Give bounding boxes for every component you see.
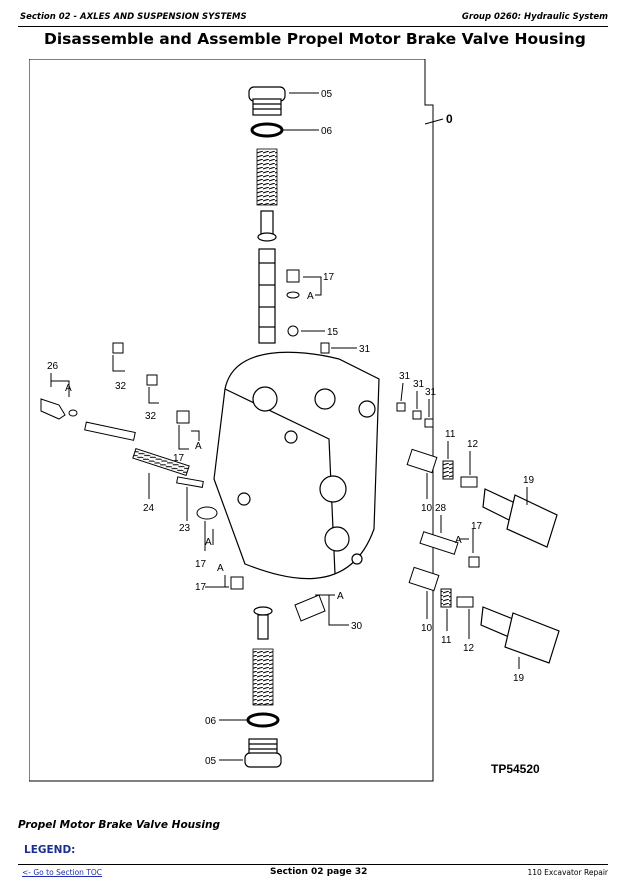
spool-part [257, 210, 277, 344]
plugs-31-part [396, 402, 434, 428]
callout-17a: 17 [323, 272, 335, 283]
callout-05-top: 05 [321, 89, 333, 100]
callout-06-bottom: 06 [205, 716, 217, 727]
callout-10-a: 10 [421, 503, 433, 514]
callout-30: 30 [351, 621, 363, 632]
footer-divider [18, 864, 608, 865]
callout-A-e: A [337, 591, 344, 602]
callout-32-b: 32 [145, 411, 157, 422]
poppet-12-a-part [460, 476, 478, 488]
plug-17-b-part [176, 410, 190, 424]
top-plug-part [248, 86, 286, 116]
section-toc-link[interactable]: <- Go to Section TOC [22, 868, 103, 877]
callout-12-b: 12 [463, 643, 475, 654]
orifice-15-part [287, 325, 299, 337]
callout-17-c: 17 [195, 559, 207, 570]
callout-A-c: A [205, 537, 212, 548]
callout-28: 28 [435, 503, 447, 514]
cap-30-part [294, 594, 326, 622]
piston-10-a-part [406, 448, 438, 474]
plug-31-part [320, 342, 330, 354]
callout-A-f: A [455, 535, 462, 546]
callout-17-b: 17 [173, 453, 185, 464]
callout-11-b: 11 [441, 635, 452, 646]
plug-17-c-part [196, 506, 218, 520]
valve-housing-part [213, 351, 380, 580]
callout-11-a: 11 [445, 429, 456, 440]
exploded-view-drawing: 17 A 15 31 05 06 0 26 A 32 32 24 17 A 23… [29, 59, 560, 782]
callout-A-a: A [307, 291, 314, 302]
callout-23: 23 [179, 523, 191, 534]
plug-17-d-part [230, 576, 244, 590]
callout-12-a: 12 [467, 439, 479, 450]
callout-0: 0 [446, 112, 453, 126]
callout-31-d: 31 [425, 387, 437, 398]
callout-17-e: 17 [471, 521, 483, 532]
pin-part [84, 421, 136, 441]
callout-A-b: A [195, 441, 202, 452]
callout-17-d: 17 [195, 582, 207, 593]
drawing-id: TP54520 [491, 762, 540, 776]
top-o-ring-part [250, 122, 284, 138]
left-valve-26-part [40, 398, 78, 420]
callout-10-b: 10 [421, 623, 433, 634]
spring-11-a-part [442, 460, 454, 480]
poppet-12-b-part [456, 596, 474, 608]
callout-26: 26 [47, 361, 59, 372]
group-header: Group 0260: Hydraulic System [461, 12, 608, 22]
plug-17-e-part [468, 556, 480, 568]
figure-frame [29, 59, 434, 782]
top-spring-part [256, 148, 278, 206]
page-title: Disassemble and Assemble Propel Motor Br… [44, 30, 586, 48]
relief-valve-19-b-part [480, 606, 560, 664]
callout-32-a: 32 [115, 381, 127, 392]
callout-19-a: 19 [523, 475, 535, 486]
callout-A-d: A [217, 563, 224, 574]
callout-31-a: 31 [359, 344, 371, 355]
callout-05-bottom: 05 [205, 756, 217, 767]
spring-11-b-part [440, 588, 452, 608]
sleeve-28-part [419, 531, 459, 555]
figure-caption: Propel Motor Brake Valve Housing [18, 819, 220, 831]
callout-19-b: 19 [513, 673, 525, 684]
piston-10-b-part [408, 566, 440, 592]
bottom-spring-part [252, 648, 274, 706]
callout-24: 24 [143, 503, 155, 514]
product-name: 110 Excavator Repair [527, 868, 608, 877]
bottom-plug-part [244, 738, 282, 768]
bottom-o-ring-part [246, 712, 280, 728]
pin-23-part [176, 476, 204, 488]
plug-32-part [112, 342, 158, 386]
header-divider [18, 26, 608, 27]
leader-17a [303, 276, 322, 296]
spring-24-part [132, 447, 190, 477]
section-header: Section 02 - AXLES AND SUSPENSION SYSTEM… [20, 12, 247, 22]
legend-label: LEGEND: [24, 844, 76, 856]
callout-15: 15 [327, 327, 339, 338]
bottom-plunger-part [253, 606, 273, 640]
callout-31-b: 31 [399, 371, 411, 382]
small-plug-17-part [286, 269, 300, 299]
relief-valve-19-a-part [482, 488, 558, 548]
page-number: Section 02 page 32 [270, 867, 368, 877]
callout-A-26: A [65, 383, 72, 394]
callout-31-c: 31 [413, 379, 425, 390]
callout-06-top: 06 [321, 126, 333, 137]
